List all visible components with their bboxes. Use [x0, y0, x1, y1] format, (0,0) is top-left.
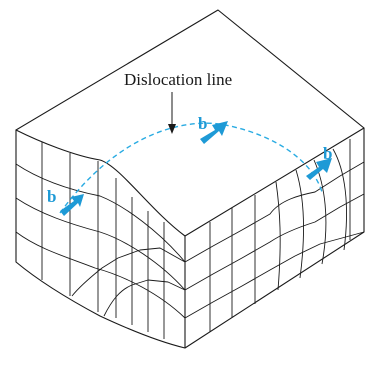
burgers-vector-label-top: b [198, 114, 207, 133]
burgers-vector-label-left: b [47, 187, 56, 206]
dislocation-line [60, 123, 322, 213]
dislocation-line-label: Dislocation line [124, 70, 232, 89]
burgers-vector-arrow-left [60, 194, 84, 216]
burgers-vector-label-right: b [323, 144, 332, 163]
block-outline [16, 10, 364, 348]
front-face-grid [16, 142, 185, 339]
side-face-grid [185, 139, 364, 332]
